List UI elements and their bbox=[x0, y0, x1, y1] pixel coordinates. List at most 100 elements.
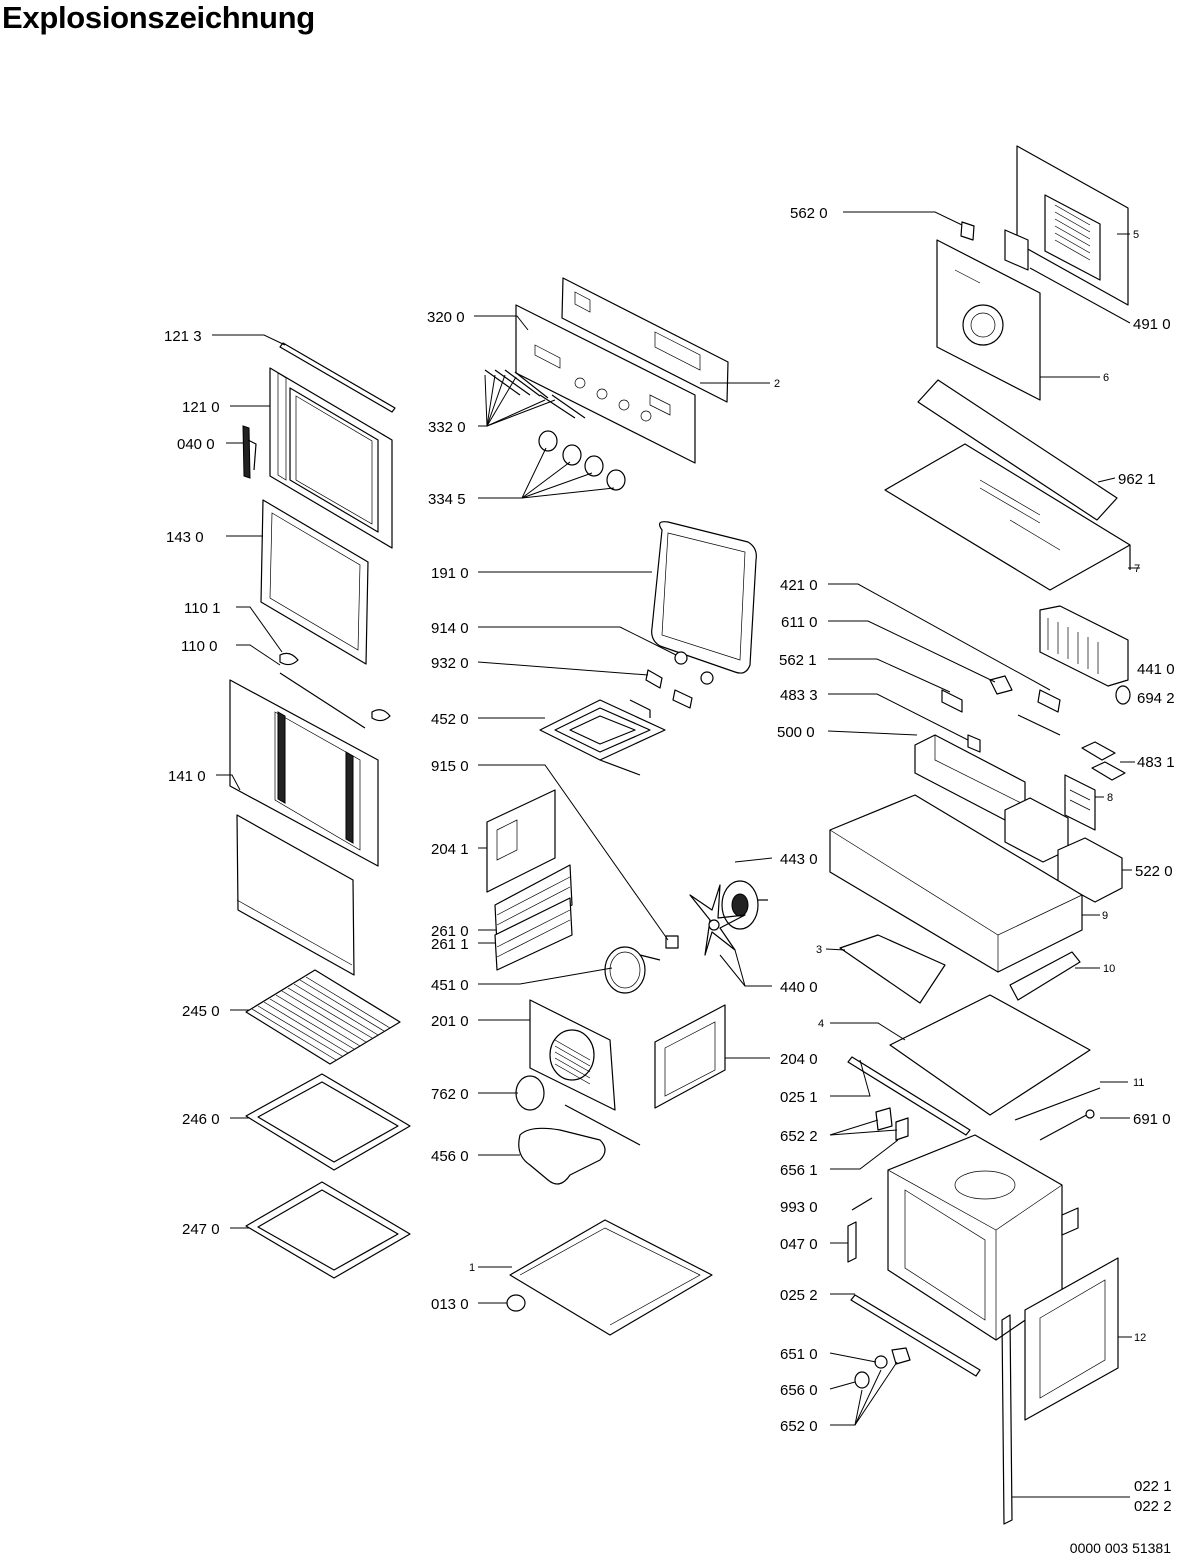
circular-heating-element-451 bbox=[604, 946, 661, 994]
control-knobs bbox=[538, 430, 626, 491]
label-914-0: 914 0 bbox=[431, 620, 469, 637]
cooling-fan-441 bbox=[1039, 605, 1129, 687]
label-651-0: 651 0 bbox=[780, 1346, 818, 1363]
control-panel-fascia bbox=[515, 304, 696, 464]
label-11: 11 bbox=[1133, 1077, 1144, 1089]
label-491-0: 491 0 bbox=[1133, 316, 1171, 333]
door-glass-panel-lower bbox=[236, 814, 355, 976]
label-500-0: 500 0 bbox=[777, 724, 815, 741]
label-040-0: 040 0 bbox=[177, 436, 215, 453]
oven-rack-grid bbox=[245, 969, 401, 1065]
label-483-3: 483 3 bbox=[780, 687, 818, 704]
label-246-0: 246 0 bbox=[182, 1111, 220, 1128]
leader-lines bbox=[212, 211, 1140, 1498]
label-440-0: 440 0 bbox=[780, 979, 818, 996]
document-number: 0000 003 51381 bbox=[1069, 1540, 1171, 1556]
strip-10 bbox=[1009, 951, 1081, 1001]
label-022-2: 022 2 bbox=[1134, 1498, 1172, 1515]
label-10: 10 bbox=[1103, 963, 1115, 975]
label-2: 2 bbox=[774, 378, 780, 390]
label-456-0: 456 0 bbox=[431, 1148, 469, 1165]
terminal-block-491 bbox=[1004, 229, 1029, 271]
chassis-tray-9 bbox=[829, 794, 1083, 973]
label-7: 7 bbox=[1134, 563, 1140, 575]
part-labels: 562 0 5 491 0 6 320 0 2 121 3 121 0 040 … bbox=[164, 205, 1175, 1515]
grill-heating-element bbox=[539, 699, 666, 776]
label-261-0: 261 0 bbox=[431, 923, 469, 940]
door-top-trim-strip bbox=[279, 342, 396, 413]
label-656-0: 656 0 bbox=[780, 1382, 818, 1399]
label-915-0: 915 0 bbox=[431, 758, 469, 775]
label-652-2: 652 2 bbox=[780, 1128, 818, 1145]
label-110-1: 110 1 bbox=[184, 600, 220, 617]
door-seal-gasket bbox=[651, 521, 757, 674]
label-12: 12 bbox=[1134, 1332, 1146, 1344]
label-962-1: 962 1 bbox=[1118, 471, 1156, 488]
label-762-0: 762 0 bbox=[431, 1086, 469, 1103]
switch-parts-651-656-652 bbox=[854, 1347, 911, 1389]
label-483-1: 483 1 bbox=[1137, 754, 1175, 771]
label-204-1: 204 1 bbox=[431, 841, 469, 858]
label-261-1: 261 1 bbox=[431, 936, 469, 953]
top-cover-7 bbox=[884, 443, 1131, 591]
label-611-0: 611 0 bbox=[781, 614, 817, 631]
rail-025-1 bbox=[847, 1056, 971, 1136]
fan-blade-440 bbox=[689, 884, 746, 956]
inner-door-glass-frame bbox=[260, 499, 369, 665]
label-332-0: 332 0 bbox=[428, 419, 466, 436]
label-522-0: 522 0 bbox=[1135, 863, 1173, 880]
rail-025-2 bbox=[850, 1294, 981, 1377]
cover-plate-762 bbox=[515, 1075, 545, 1111]
label-025-1: 025 1 bbox=[780, 1089, 818, 1106]
baking-tray-246 bbox=[245, 1073, 411, 1171]
bracket-047 bbox=[847, 1221, 857, 1263]
label-204-0: 204 0 bbox=[780, 1051, 818, 1068]
label-245-0: 245 0 bbox=[182, 1003, 220, 1020]
baking-tray-247 bbox=[245, 1181, 411, 1279]
label-452-0: 452 0 bbox=[431, 711, 469, 728]
fan-nut-915 bbox=[665, 935, 679, 949]
fan-motor-443 bbox=[721, 880, 768, 930]
label-4: 4 bbox=[818, 1018, 824, 1030]
label-932-0: 932 0 bbox=[431, 655, 469, 672]
label-110-0: 110 0 bbox=[181, 638, 217, 655]
small-parts-421-611-562 bbox=[941, 675, 1061, 736]
label-451-0: 451 0 bbox=[431, 977, 469, 994]
rear-panel-5 bbox=[1016, 145, 1129, 306]
side-rail-bracket-2041 bbox=[486, 789, 556, 893]
thermostat-694 bbox=[1115, 685, 1131, 705]
door-clip-1100 bbox=[279, 672, 391, 729]
label-022-1: 022 1 bbox=[1134, 1478, 1172, 1495]
shelf-runners bbox=[494, 864, 573, 971]
label-1: 1 bbox=[469, 1262, 475, 1274]
label-320-0: 320 0 bbox=[427, 309, 465, 326]
label-121-0: 121 0 bbox=[182, 399, 220, 416]
label-121-3: 121 3 bbox=[164, 328, 202, 345]
rail-11 bbox=[1014, 1087, 1101, 1121]
label-143-0: 143 0 bbox=[166, 529, 204, 546]
side-bracket-3 bbox=[839, 934, 946, 1004]
screw-993 bbox=[851, 1197, 873, 1211]
label-5: 5 bbox=[1133, 229, 1139, 241]
label-025-2: 025 2 bbox=[780, 1287, 818, 1304]
door-hinge bbox=[242, 425, 257, 479]
door-outer-glass-panel bbox=[229, 679, 379, 867]
label-694-2: 694 2 bbox=[1137, 690, 1175, 707]
outer-door-frame bbox=[269, 367, 393, 549]
lower-heating-element-456 bbox=[518, 1104, 641, 1185]
rear-fan-cover-201 bbox=[529, 999, 616, 1111]
label-247-0: 247 0 bbox=[182, 1221, 220, 1238]
bottom-plate-1 bbox=[509, 1219, 713, 1336]
insulation-strip-962 bbox=[917, 379, 1118, 521]
label-562-0: 562 0 bbox=[790, 205, 828, 222]
modules-522 bbox=[1004, 797, 1123, 903]
sensor-691 bbox=[1039, 1109, 1095, 1141]
relays-483-1 bbox=[1081, 741, 1126, 781]
lamp-nut-914 bbox=[674, 651, 688, 665]
door-clip-1101 bbox=[279, 652, 299, 666]
floor-plate-4 bbox=[889, 994, 1091, 1116]
bracket-8 bbox=[1064, 774, 1096, 831]
label-443-0: 443 0 bbox=[780, 851, 818, 868]
relay-483-3 bbox=[967, 734, 981, 753]
